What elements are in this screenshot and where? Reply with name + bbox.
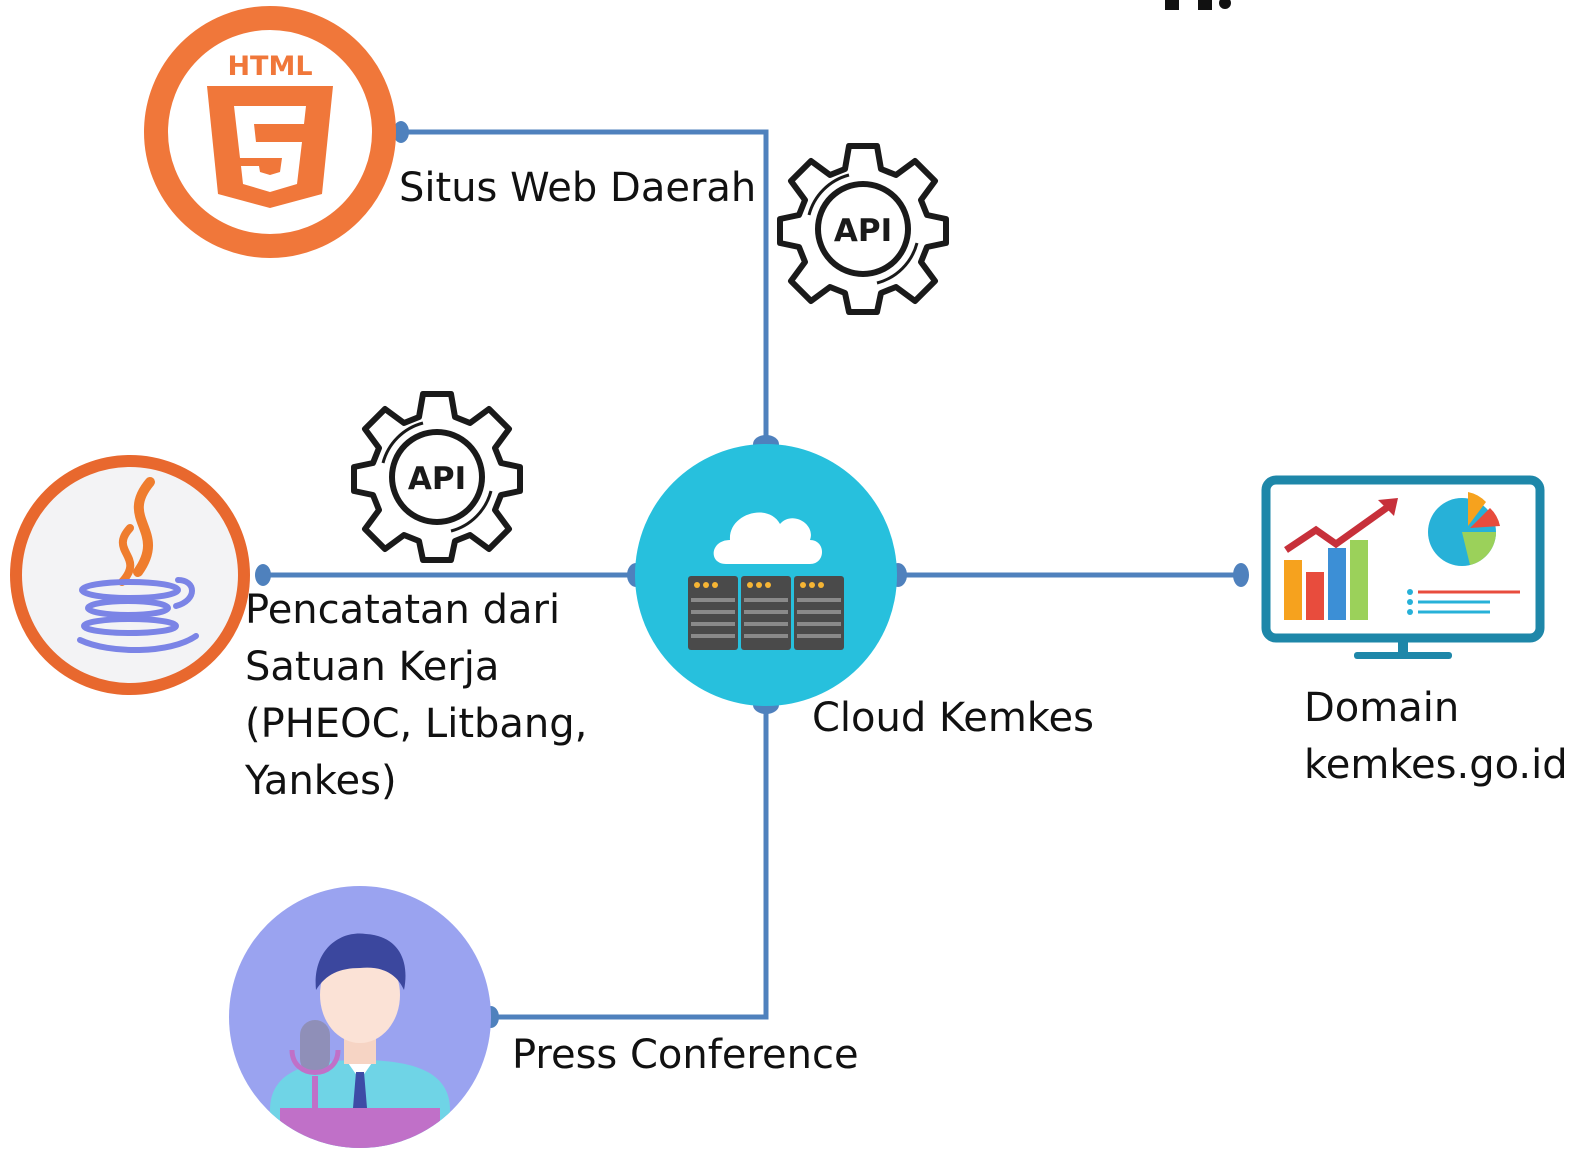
- label-pencatatan-line-4: Yankes): [245, 758, 397, 804]
- java-icon: [10, 455, 250, 695]
- connector-situs-web: [401, 129, 769, 445]
- api-gear-left: API: [351, 391, 523, 563]
- api-label-left: API: [408, 461, 466, 497]
- analytics-dashboard-icon: [1261, 475, 1545, 659]
- label-domain-line-1: Domain: [1304, 685, 1460, 731]
- node-situs: [393, 121, 409, 143]
- label-pencatatan-line-3: (PHEOC, Litbang,: [245, 701, 588, 747]
- connectors: [263, 129, 1241, 1020]
- node-domain: [1233, 563, 1249, 587]
- label-pencatatan: Pencatatan dari Satuan Kerja (PHEOC, Lit…: [245, 582, 587, 810]
- label-situs-web-daerah: Situs Web Daerah: [399, 165, 757, 211]
- node-pencatatan: [255, 564, 271, 586]
- api-label-top: API: [834, 213, 892, 249]
- html5-icon: HTML: [144, 6, 396, 258]
- label-pencatatan-line-2: Satuan Kerja: [245, 644, 500, 690]
- cloud-server-icon: [635, 444, 897, 706]
- connector-press: [491, 704, 769, 1020]
- html-logo-text: HTML: [227, 51, 312, 82]
- api-gear-top: API: [777, 143, 949, 315]
- label-domain: Domain kemkes.go.id: [1304, 680, 1568, 794]
- label-cloud-kemkes: Cloud Kemkes: [812, 695, 1094, 741]
- cropped-title-fragment: [1165, 0, 1231, 10]
- label-pencatatan-line-1: Pencatatan dari: [245, 587, 561, 633]
- press-conference-icon: [229, 886, 491, 1148]
- label-domain-line-2: kemkes.go.id: [1304, 742, 1568, 788]
- label-press-conference: Press Conference: [512, 1032, 859, 1078]
